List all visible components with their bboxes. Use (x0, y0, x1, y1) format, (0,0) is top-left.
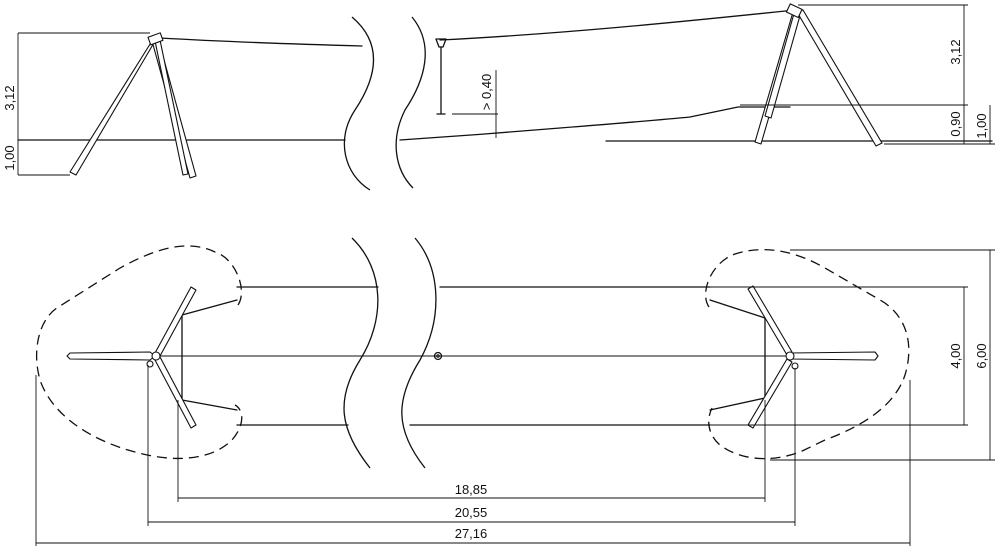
plan-length-2055-label: 20,55 (455, 505, 488, 520)
clearance-dimension (452, 70, 498, 138)
right-height-100-label: 1,00 (974, 113, 989, 138)
plan-length-1885-label: 18,85 (455, 482, 488, 497)
left-height-312-label: 3,12 (2, 85, 17, 110)
clearance-040-label: > 0,40 (479, 74, 494, 111)
plan-view (35, 237, 995, 546)
right-height-dimension (740, 4, 995, 145)
fall-zone-strip (181, 286, 766, 426)
trolley-seat-icon (435, 38, 447, 115)
plan-width-600-label: 6,00 (974, 343, 989, 368)
left-height-dimension (17, 32, 150, 176)
safety-zone-left (35, 245, 243, 460)
plan-width-400-label: 4,00 (948, 343, 963, 368)
right-support-plan (747, 285, 879, 429)
right-a-frame-support (754, 3, 883, 147)
ground-line (17, 106, 993, 142)
trolley-marker-icon (433, 351, 443, 361)
side-elevation-view (17, 3, 995, 191)
plan-width-dimension (710, 249, 995, 461)
plan-length-dimension (35, 365, 911, 546)
safety-zone-right (704, 249, 910, 460)
break-line-lower (343, 237, 437, 469)
left-height-100-label: 1,00 (2, 145, 17, 170)
right-height-090-label: 0,90 (948, 111, 963, 136)
left-a-frame-support (69, 32, 197, 179)
right-height-312-label: 3,12 (948, 39, 963, 64)
break-line-upper (343, 16, 426, 191)
zipline-cable (159, 9, 796, 47)
left-support-plan (66, 286, 197, 429)
plan-length-2716-label: 27,16 (455, 526, 488, 541)
